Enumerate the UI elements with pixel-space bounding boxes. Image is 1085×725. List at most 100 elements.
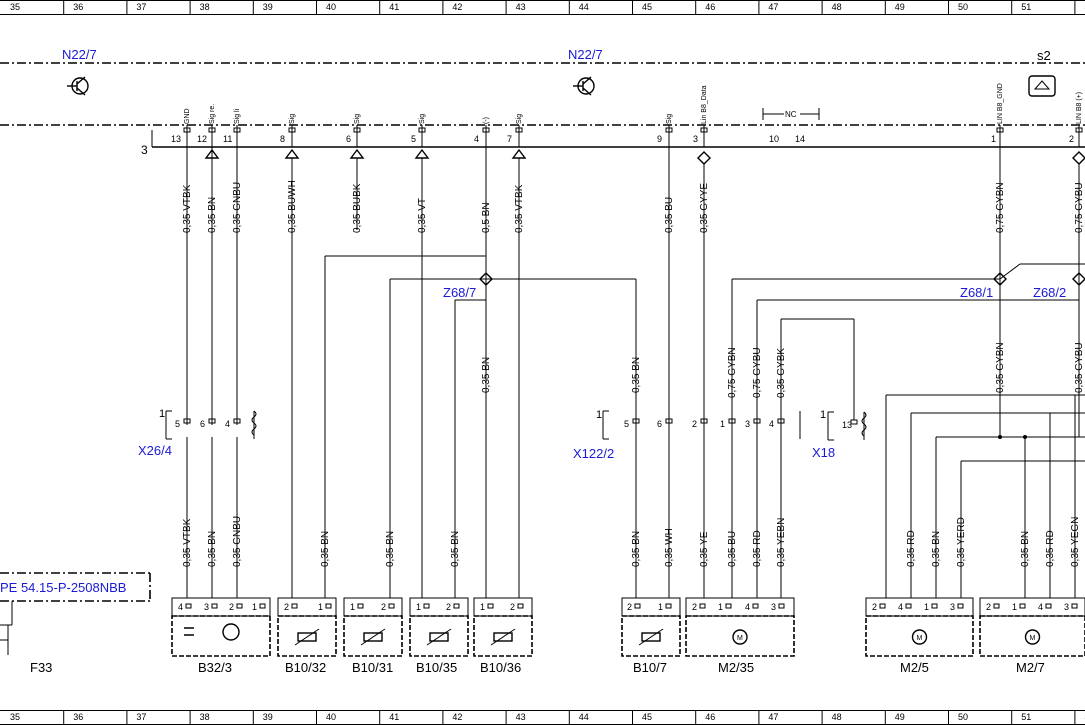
connector-pin1-label: 1	[596, 409, 602, 421]
ruler-number: 47	[768, 2, 778, 12]
wire-label: 0,35 YEBN	[776, 518, 787, 567]
ruler-number: 42	[452, 712, 462, 722]
signal-label: Sig	[666, 114, 673, 124]
connector-pin-number: 13	[171, 134, 181, 144]
component-pin-number: 2	[229, 602, 234, 612]
ruler-number: 43	[516, 2, 526, 12]
component-label: B10/36	[480, 660, 521, 675]
connector-pin-number: 2	[1069, 134, 1074, 144]
component-pin-number: 3	[1064, 602, 1069, 612]
motor-icon: M	[911, 629, 928, 645]
component-label: F33	[30, 660, 52, 675]
component-pin-number: 4	[178, 602, 183, 612]
ruler-number: 50	[958, 2, 968, 12]
connector-pin-number: 5	[175, 419, 180, 429]
component-pin-number: 1	[718, 602, 723, 612]
component-label: B10/35	[416, 660, 457, 675]
component-pin-number: 1	[480, 602, 485, 612]
connector-pin-number: 1	[720, 419, 725, 429]
component-pin-number: 2	[627, 602, 632, 612]
wire-label: 0,35 VTBK	[182, 518, 193, 567]
ruler-number: 38	[200, 712, 210, 722]
module-label-n22-7-mid: N22/7	[568, 47, 603, 62]
nc-bracket: NC	[762, 108, 820, 120]
ruler-number: 46	[705, 712, 715, 722]
thermistor-icon	[294, 628, 320, 646]
wire-label: 0,35 GYYE	[699, 183, 710, 233]
ruler-number: 38	[200, 2, 210, 12]
component-label: B10/32	[285, 660, 326, 675]
ruler-bottom: 353637383940414243444546474849505152	[0, 710, 1085, 725]
component-pin-number: 2	[986, 602, 991, 612]
splice-label-z68-7: Z68/7	[443, 285, 476, 300]
connector-pin-number: 12	[197, 134, 207, 144]
connector-pin-number: 6	[657, 419, 662, 429]
ruler-number: 36	[73, 2, 83, 12]
transistor-icon	[573, 76, 595, 96]
lin-module-icon	[1028, 75, 1056, 97]
led-sensor-icon	[184, 623, 240, 641]
thermistor-icon	[426, 628, 452, 646]
ruler-number: 35	[10, 2, 20, 12]
signal-label: Sig	[289, 114, 296, 124]
component-pin-number: 1	[318, 602, 323, 612]
component-pin-number: 2	[510, 602, 515, 612]
connector-pin1-label: 1	[820, 409, 826, 421]
wire-label: 0,35 YE	[699, 531, 710, 567]
connector-pin-number: 11	[223, 134, 232, 144]
ruler-number: 41	[389, 2, 399, 12]
ruler-number: 35	[10, 712, 20, 722]
signal-label: LIN B8 (+)	[1076, 92, 1083, 124]
component-label: M2/7	[1016, 660, 1045, 675]
component-pin-number: 1	[416, 602, 421, 612]
wire-label: 0,35 BN	[1020, 531, 1031, 567]
signal-label: LIN B8_GND	[997, 83, 1004, 124]
wire-label: 0,35 BN	[931, 531, 942, 567]
ruler-number: 39	[263, 712, 273, 722]
ruler-number: 47	[768, 712, 778, 722]
svg-text:M: M	[917, 635, 923, 642]
connector-pin-number: 5	[411, 134, 416, 144]
ruler-number: 46	[705, 2, 715, 12]
component-pin-number: 2	[872, 602, 877, 612]
component-pin-number: 4	[745, 602, 750, 612]
component-pin-number: 1	[350, 602, 355, 612]
wire-label: 0,35 GNBU	[232, 516, 243, 567]
wire-label: 0,35 BN	[481, 357, 492, 393]
wire-label: 0,35 WH	[664, 528, 675, 567]
wire-label: 0,35 BN	[385, 531, 396, 567]
pe-reference: PE 54.15-P-2508NBB	[0, 572, 151, 655]
component-pin-number: 1	[924, 602, 929, 612]
ruler-number: 44	[579, 712, 589, 722]
splice-label-z68-1: Z68/1	[960, 285, 993, 300]
connector-pin-number: 9	[657, 134, 662, 144]
connector-pin-number: 6	[346, 134, 351, 144]
wire-label: 0,75 GYBU	[752, 347, 763, 398]
connector-label-x122-2: X122/2	[573, 446, 614, 461]
component-label: B10/7	[633, 660, 667, 675]
connector-pin-number: 6	[200, 419, 205, 429]
wire-label: 0,35 BUBK	[352, 183, 363, 233]
signal-label: GND	[184, 108, 191, 124]
connector-label-x18: X18	[812, 445, 835, 460]
ruler-number: 44	[579, 2, 589, 12]
svg-text:M: M	[1030, 635, 1036, 642]
thermistor-icon	[360, 628, 386, 646]
connector-pin-number: 3	[745, 419, 750, 429]
connector-pin-number: 3	[693, 134, 698, 144]
splice-label-z68-2: Z68/2	[1033, 285, 1066, 300]
wire-label: 0,35 GYBN	[995, 342, 1006, 393]
wire-label: 0,35 BN	[320, 531, 331, 567]
component-pin-number: 2	[381, 602, 386, 612]
thermistor-icon	[490, 628, 516, 646]
